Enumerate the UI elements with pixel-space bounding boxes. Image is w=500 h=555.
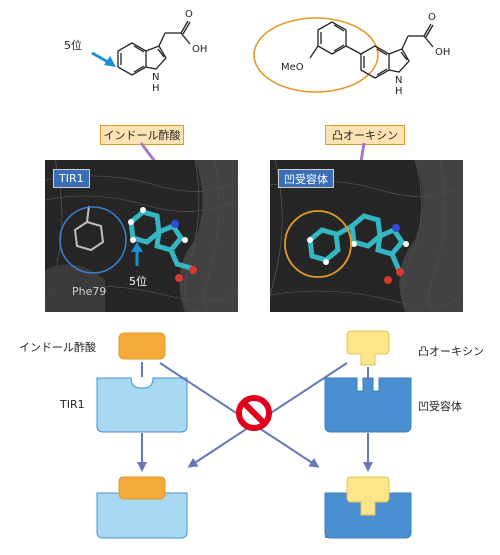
phe79-label: Phe79	[72, 285, 107, 298]
tir1-receptor-block	[96, 377, 188, 433]
phe79-highlight-circle	[59, 206, 127, 274]
structures-svg: O OH N H 5位	[64, 9, 450, 97]
iaa-ligand-block	[118, 332, 166, 360]
convex-auxin-caption: 凸オーキシン	[325, 125, 405, 145]
iaa-position-label: 5位	[64, 38, 82, 52]
convex-o-label: O	[428, 12, 436, 23]
diagram-convex-label: 凸オーキシン	[418, 345, 484, 358]
convex-oh-label: OH	[435, 47, 450, 58]
position-arrow-shaft	[91, 51, 109, 64]
convex-h-label: H	[395, 86, 403, 97]
convex-ligand-block	[346, 330, 390, 366]
schematic-svg	[96, 330, 412, 539]
tir1-structure-panel: TIR1 Phe79 5位	[45, 160, 238, 312]
diagram-iaa-label: インドール酢酸	[19, 341, 96, 354]
panel-position-label: 5位	[129, 275, 147, 288]
diagram-tir1-label: TIR1	[60, 398, 85, 411]
iaa-oh-label: OH	[192, 44, 207, 55]
position-arrow-head	[104, 56, 116, 67]
tir1-bound-iaa-block	[118, 476, 166, 500]
concave-bound-convex-block	[346, 476, 390, 516]
meo-label: MeO	[281, 62, 304, 73]
iaa-o-label: O	[185, 9, 193, 20]
iaa-h-label: H	[152, 83, 160, 94]
diagram-concave-label: 凹受容体	[418, 400, 462, 413]
iaa-structure	[117, 20, 191, 76]
no-entry-icon	[236, 395, 272, 431]
concave-panel-tag: 凹受容体	[278, 169, 334, 188]
iaa-n-label: N	[152, 72, 159, 83]
concave-receptor-structure-panel: 凹受容体	[270, 160, 463, 312]
methoxyphenyl-highlight-ellipse	[253, 17, 379, 93]
concave-receptor-block	[324, 377, 412, 433]
tir1-panel-tag: TIR1	[53, 169, 90, 188]
convex-auxin-structure	[309, 21, 434, 79]
convex-n-label: N	[395, 75, 402, 86]
methoxyphenyl-panel-circle	[284, 210, 352, 278]
